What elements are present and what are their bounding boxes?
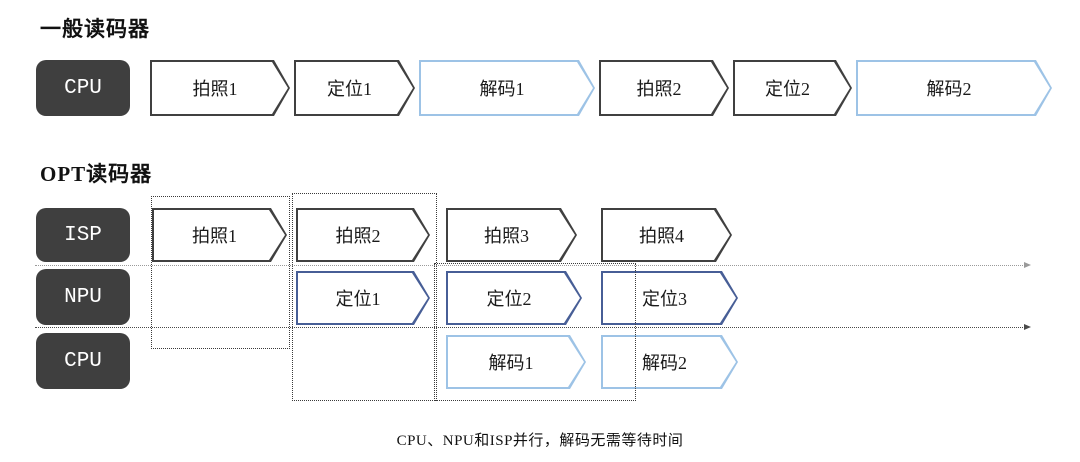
lane-label-isp: ISP xyxy=(36,208,130,262)
task-block-locate1-npu: 定位1 xyxy=(296,271,430,325)
lane-label-npu: NPU xyxy=(36,269,130,325)
task-block-capture4-isp: 拍照4 xyxy=(601,208,732,262)
timeline-arrow-npu-cpu xyxy=(35,324,1031,330)
task-label: 拍照1 xyxy=(192,226,237,246)
task-block-locate3-npu: 定位3 xyxy=(601,271,738,325)
task-label: 定位2 xyxy=(765,79,810,99)
task-label: 定位1 xyxy=(335,289,381,309)
task-label: 定位1 xyxy=(327,79,372,99)
lane-label-cpu-general: CPU xyxy=(36,60,130,116)
task-label: 拍照3 xyxy=(484,226,529,246)
opt-reader-title: OPT读码器 xyxy=(40,162,153,186)
task-label: 解码1 xyxy=(479,79,525,99)
task-block-locate2-general: 定位2 xyxy=(733,60,852,116)
task-block-locate2-npu: 定位2 xyxy=(446,271,582,325)
task-block-decode2-cpu: 解码2 xyxy=(601,335,738,389)
general-reader-title: 一般读码器 xyxy=(40,17,150,41)
task-block-decode1-cpu: 解码1 xyxy=(446,335,586,389)
lane-label-cpu-opt: CPU xyxy=(36,333,130,389)
task-label: 拍照4 xyxy=(639,226,684,246)
task-block-capture3-isp: 拍照3 xyxy=(446,208,577,262)
task-block-capture2-isp: 拍照2 xyxy=(296,208,430,262)
task-block-decode2-general: 解码2 xyxy=(856,60,1052,116)
task-label: 解码2 xyxy=(642,353,687,373)
task-label: 拍照2 xyxy=(335,226,381,246)
task-block-capture1-general: 拍照1 xyxy=(150,60,290,116)
stage-group-outline-3 xyxy=(434,263,636,401)
task-block-capture2-general: 拍照2 xyxy=(599,60,729,116)
task-label: 定位2 xyxy=(486,289,532,309)
timeline-arrow-isp-npu xyxy=(35,262,1031,268)
task-block-locate1-general: 定位1 xyxy=(294,60,415,116)
task-label: 定位3 xyxy=(642,289,687,309)
task-label: 拍照1 xyxy=(192,79,238,99)
task-label: 拍照2 xyxy=(636,79,682,99)
task-block-capture1-isp: 拍照1 xyxy=(152,208,287,262)
stage-group-outline-1 xyxy=(151,196,290,349)
task-block-decode1-general: 解码1 xyxy=(419,60,595,116)
diagram-caption: CPU、NPU和ISP并行，解码无需等待时间 xyxy=(396,433,684,449)
stage-group-outline-2 xyxy=(292,193,437,401)
task-label: 解码1 xyxy=(488,353,534,373)
task-label: 解码2 xyxy=(926,79,972,99)
